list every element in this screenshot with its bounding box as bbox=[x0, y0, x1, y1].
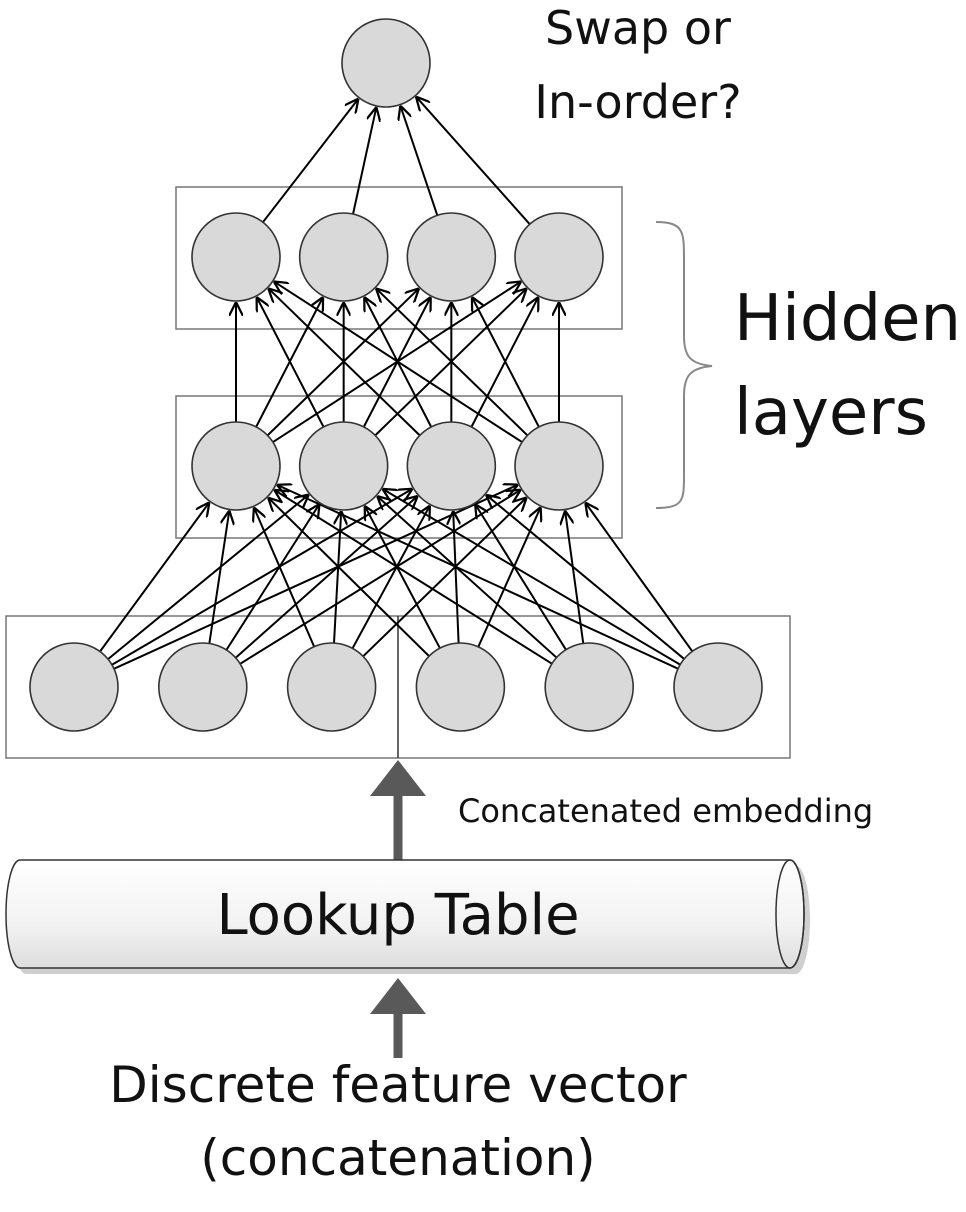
hidden-layers-label-line2: layers bbox=[734, 376, 928, 450]
connection-edge bbox=[274, 490, 553, 665]
hidden1-node bbox=[298, 421, 389, 511]
output-label-line1: Swap or bbox=[545, 1, 731, 55]
connection-edge bbox=[377, 496, 558, 659]
connection-edge bbox=[113, 485, 518, 670]
connection-edge bbox=[475, 504, 567, 651]
connection-edge bbox=[262, 99, 359, 223]
connection-edge bbox=[257, 297, 325, 428]
connection-edge bbox=[225, 504, 319, 651]
connection-edge bbox=[254, 507, 316, 648]
input-node bbox=[415, 642, 506, 732]
hidden-layers-label-line1: Hidden bbox=[734, 282, 961, 356]
connection-edge bbox=[268, 498, 430, 657]
connection-edges bbox=[99, 97, 694, 670]
connection-edge bbox=[365, 506, 441, 649]
connection-edge bbox=[107, 495, 309, 660]
embedding-arrow bbox=[370, 760, 426, 860]
lookup-table-label: Lookup Table bbox=[216, 883, 579, 948]
hidden1-node bbox=[191, 421, 281, 511]
embedding-label: Concatenated embedding bbox=[458, 792, 873, 830]
connection-edge bbox=[486, 495, 685, 660]
network-nodes bbox=[29, 18, 763, 732]
hidden2-node bbox=[514, 212, 604, 302]
output-node bbox=[341, 18, 431, 108]
connection-edge bbox=[472, 297, 540, 428]
connection-edge bbox=[400, 106, 439, 216]
connection-edge bbox=[333, 511, 341, 644]
output-label-line2: In-order? bbox=[534, 75, 741, 129]
connection-edge bbox=[453, 511, 458, 644]
input-node bbox=[673, 642, 763, 732]
input-arrow bbox=[370, 978, 426, 1058]
input-node bbox=[544, 642, 635, 732]
hidden1-node bbox=[514, 421, 604, 511]
connection-edge bbox=[274, 281, 523, 443]
hidden2-node bbox=[191, 212, 281, 302]
connection-edge bbox=[565, 511, 585, 644]
connection-edge bbox=[268, 288, 421, 437]
hidden2-node bbox=[298, 212, 389, 302]
connection-edge bbox=[376, 288, 529, 437]
input-node bbox=[29, 642, 119, 732]
input-label-line1: Discrete feature vector bbox=[109, 1056, 687, 1114]
lookup-table-cylinder bbox=[5, 859, 810, 974]
input-node bbox=[158, 642, 248, 732]
connection-edge bbox=[235, 496, 418, 659]
connection-edge bbox=[351, 506, 430, 649]
hidden-layer-2-box bbox=[175, 186, 623, 330]
input-label-line2: (concatenation) bbox=[200, 1129, 595, 1187]
connection-edge bbox=[99, 502, 209, 653]
connection-edge bbox=[208, 511, 229, 644]
hidden-layers-brace bbox=[655, 221, 713, 509]
hidden2-node bbox=[406, 212, 497, 302]
connection-edge bbox=[362, 497, 527, 658]
connection-edge bbox=[382, 489, 681, 666]
connection-edge bbox=[277, 485, 679, 670]
connection-edge bbox=[585, 503, 694, 652]
connection-edge bbox=[352, 107, 376, 215]
connection-edge bbox=[416, 97, 531, 225]
hidden1-node bbox=[406, 421, 497, 511]
input-node bbox=[286, 642, 377, 732]
connection-edge bbox=[111, 489, 413, 666]
